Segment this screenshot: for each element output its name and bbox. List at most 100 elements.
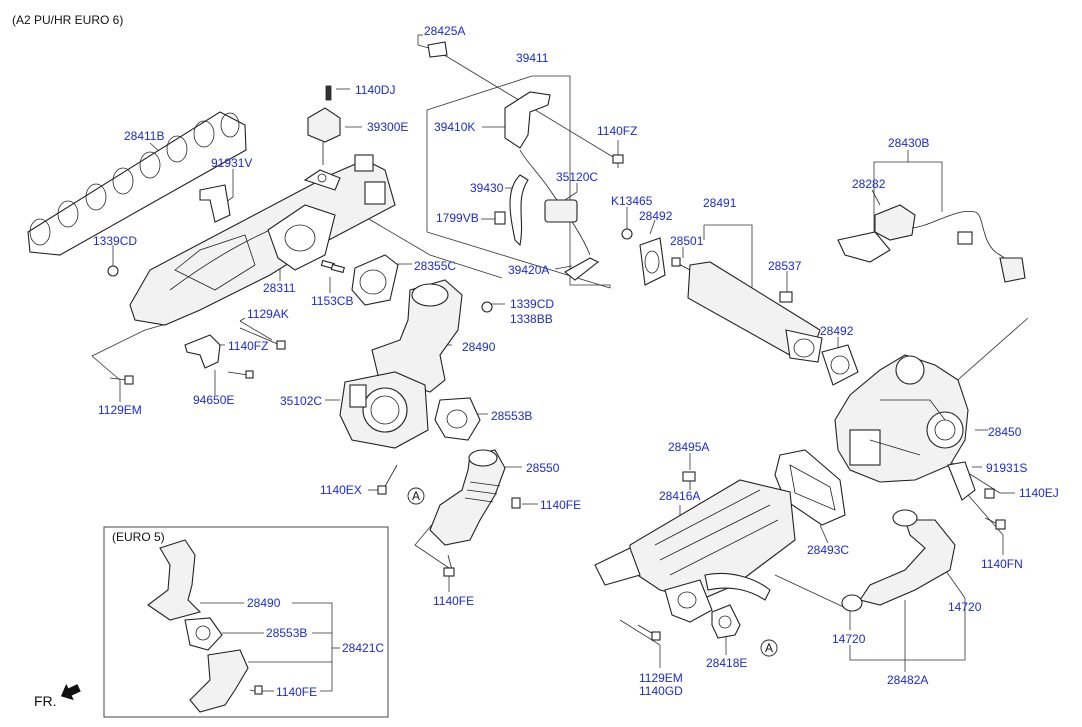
label-39410k: 39410K [434, 120, 475, 134]
label-28282: 28282 [852, 177, 886, 191]
label-28425a: 28425A [424, 24, 465, 38]
bolt-28495a [682, 471, 696, 490]
part-labels: 28425A 39411 1140DJ 28411B 39300E 39410K… [93, 24, 1059, 699]
label-28490: 28490 [462, 340, 496, 354]
label-inset-28490: 28490 [247, 596, 281, 610]
label-35120c: 35120C [556, 170, 598, 184]
bolt-1129em-low [637, 624, 661, 641]
label-28311: 28311 [263, 281, 296, 295]
label-94650e: 94650E [193, 393, 234, 407]
studs-1153cb [320, 259, 345, 274]
label-1129ak: 1129AK [247, 307, 289, 321]
label-1140fz-mid: 1140FZ [228, 339, 268, 353]
label-14720-low: 14720 [832, 632, 866, 646]
label-1153cb: 1153CB [311, 294, 353, 308]
vacuum-bracket [494, 91, 600, 281]
bolt-1140ej [984, 488, 995, 499]
egr-pipe-28490 [371, 279, 463, 393]
label-28482a: 28482A [887, 673, 928, 687]
svg-text:A: A [412, 489, 420, 503]
bolt-1140fz-top [612, 154, 624, 168]
label-1339cd-left: 1339CD [93, 234, 137, 248]
svg-text:A: A [765, 641, 773, 655]
label-inset-28421c: 28421C [342, 641, 384, 655]
bolt-1140fe-mid [511, 497, 521, 509]
bolt-1129ak [239, 327, 286, 350]
label-1140ex: 1140EX [320, 483, 362, 497]
label-1140fn: 1140FN [981, 557, 1023, 571]
label-28501: 28501 [670, 234, 704, 248]
gasket-28493c [774, 449, 846, 526]
bolt-1140fn [984, 517, 1006, 530]
label-28411b: 28411B [124, 129, 164, 143]
bolt-1140ex [377, 464, 398, 495]
bolt-1140fz-mid [227, 370, 254, 379]
label-91931v: 91931V [211, 156, 252, 170]
label-28430b: 28430B [888, 136, 929, 150]
label-39430: 39430 [470, 181, 504, 195]
label-28537: 28537 [768, 259, 802, 273]
egr-cooler-pipe [621, 228, 859, 386]
label-1129em-low: 1129EM [639, 671, 683, 685]
label-39420a: 39420A [508, 263, 549, 277]
label-28492-top: 28492 [639, 209, 673, 223]
variant-header: (A2 PU/HR EURO 6) [12, 13, 123, 27]
inset-title: (EURO 5) [112, 530, 165, 544]
bolt-28425a [427, 41, 448, 58]
throttle-body [339, 371, 429, 449]
label-1140dj: 1140DJ [355, 83, 395, 97]
front-arrow-icon [60, 683, 81, 701]
label-1338bb: 1338BB [510, 312, 553, 326]
nut-1339cd-left [107, 265, 119, 277]
throttle-gasket [267, 204, 399, 306]
label-1140gd: 1140GD [639, 684, 683, 698]
map-sensor [307, 85, 341, 165]
label-1129em-left: 1129EM [98, 403, 142, 417]
label-35102c: 35102C [280, 394, 322, 408]
euro5-inset: (EURO 5) [103, 526, 389, 718]
bracket-91931v [199, 184, 231, 223]
label-28418e: 28418E [706, 656, 747, 670]
bolt-28501 [671, 257, 691, 271]
label-1140fz-top: 1140FZ [597, 124, 637, 138]
callout-a-2: A [760, 639, 778, 657]
label-91931s: 91931S [986, 461, 1027, 475]
label-1140fe-mid: 1140FE [540, 498, 581, 512]
label-1140ej: 1140EJ [1019, 486, 1059, 500]
egr-cooler [594, 479, 796, 623]
label-28553b: 28553B [491, 409, 532, 423]
label-inset-28553b: 28553B [266, 626, 307, 640]
label-28491: 28491 [703, 196, 737, 210]
intake-gasket [27, 111, 247, 256]
label-k13465: K13465 [611, 194, 653, 208]
label-14720-right: 14720 [948, 600, 982, 614]
intake-manifold [129, 154, 396, 326]
callout-a-1: A [407, 487, 425, 505]
egr-valve [834, 354, 969, 483]
bracket-94650e [184, 334, 221, 369]
front-label: FR. [34, 693, 57, 709]
label-28550: 28550 [526, 461, 560, 475]
label-inset-1140fe: 1140FE [276, 685, 317, 699]
label-28492-mid: 28492 [820, 324, 854, 338]
label-28450: 28450 [988, 425, 1022, 439]
gasket-28553b [434, 397, 481, 441]
front-direction: FR. [34, 683, 81, 709]
label-39300e: 39300E [367, 120, 408, 134]
label-39411: 39411 [516, 51, 549, 65]
egr-pipe-28550 [429, 449, 506, 546]
bracket-91931s [947, 461, 976, 501]
egr-hose [841, 509, 956, 612]
label-28416a: 28416A [659, 489, 700, 503]
label-28495a: 28495A [668, 440, 709, 454]
egr-harness [837, 204, 1026, 283]
label-28493c: 28493C [807, 543, 849, 557]
bolt-28537 [779, 291, 793, 303]
nut-1339cd-mid [481, 301, 493, 313]
label-1140fe-low: 1140FE [433, 594, 474, 608]
bolt-1129em-left [109, 375, 134, 385]
label-1339cd-mid: 1339CD [510, 297, 554, 311]
label-28355c: 28355C [414, 259, 456, 273]
gasket-28418e [711, 604, 741, 639]
